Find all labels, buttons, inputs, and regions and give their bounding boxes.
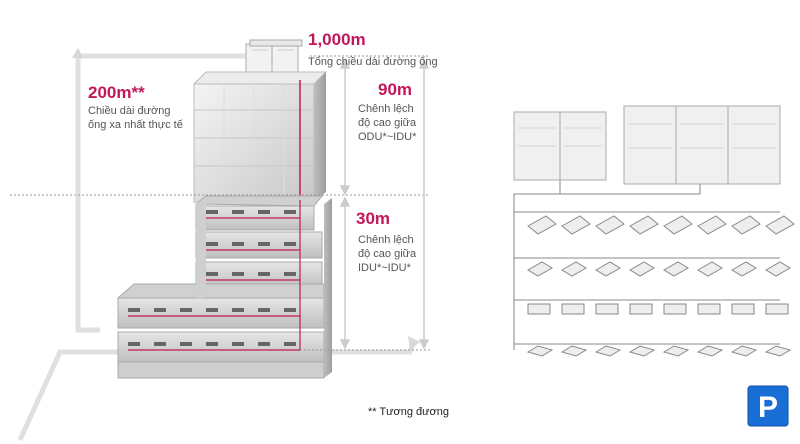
idu-idu-height-label-line3: IDU*~IDU*: [358, 262, 411, 274]
farthest-length-value: 200m**: [88, 83, 145, 102]
pipe-arrow-head: [408, 336, 420, 350]
indoor-row-4way-cassette: [526, 345, 792, 357]
route-arrow-left: [72, 48, 84, 58]
outdoor-unit: [727, 105, 781, 185]
pipe-route: [75, 53, 245, 333]
floor-level: [117, 297, 325, 329]
vrf-schematic: [513, 105, 795, 357]
building-base: [117, 361, 325, 379]
odu-unit: [249, 39, 303, 47]
tower-side: [314, 72, 326, 202]
idu-idu-height-label-line1: Chênh lệch: [358, 234, 414, 246]
odu-idu-height-label-line1: Chênh lệch: [358, 103, 414, 115]
farthest-length-label-line2: ống xa nhất thực tế: [88, 119, 183, 131]
indoor-unit-row: [128, 210, 296, 346]
tower-top: [192, 71, 328, 85]
footnote: ** Tương đương: [368, 406, 449, 418]
indoor-row-cassette-tilted: [527, 215, 795, 235]
farthest-length-label-line1: Chiều dài đường: [88, 105, 171, 117]
outdoor-unit-group: [513, 105, 781, 185]
dimension-arrow-odu-idu: [339, 58, 351, 196]
total-length-label: Tổng chiều dài đường ống: [308, 56, 438, 68]
p-logo-icon: P: [747, 385, 789, 427]
branch-pipes: [513, 180, 780, 350]
indoor-row-duct: [527, 303, 789, 315]
dimension-arrow-idu-idu: [339, 196, 351, 350]
odu-idu-height-value: 90m: [378, 80, 413, 99]
refrigerant-pipes: [128, 200, 301, 351]
indoor-row-wall-mounted: [527, 261, 791, 277]
odu-idu-height-label-line2: độ cao giữa: [358, 117, 417, 129]
outdoor-unit: [623, 105, 677, 185]
dimension-arrow-right: [418, 58, 430, 350]
outdoor-unit: [675, 105, 729, 185]
building-diagram: [10, 39, 430, 442]
floor-level: [117, 331, 325, 363]
odu-idu-height-label-line3: ODU*~IDU*: [358, 131, 417, 143]
total-length-value: 1,000m: [308, 30, 366, 49]
idu-idu-height-label-line2: độ cao giữa: [358, 248, 417, 260]
idu-idu-height-value: 30m: [356, 209, 391, 228]
logo-letter: P: [758, 391, 778, 424]
